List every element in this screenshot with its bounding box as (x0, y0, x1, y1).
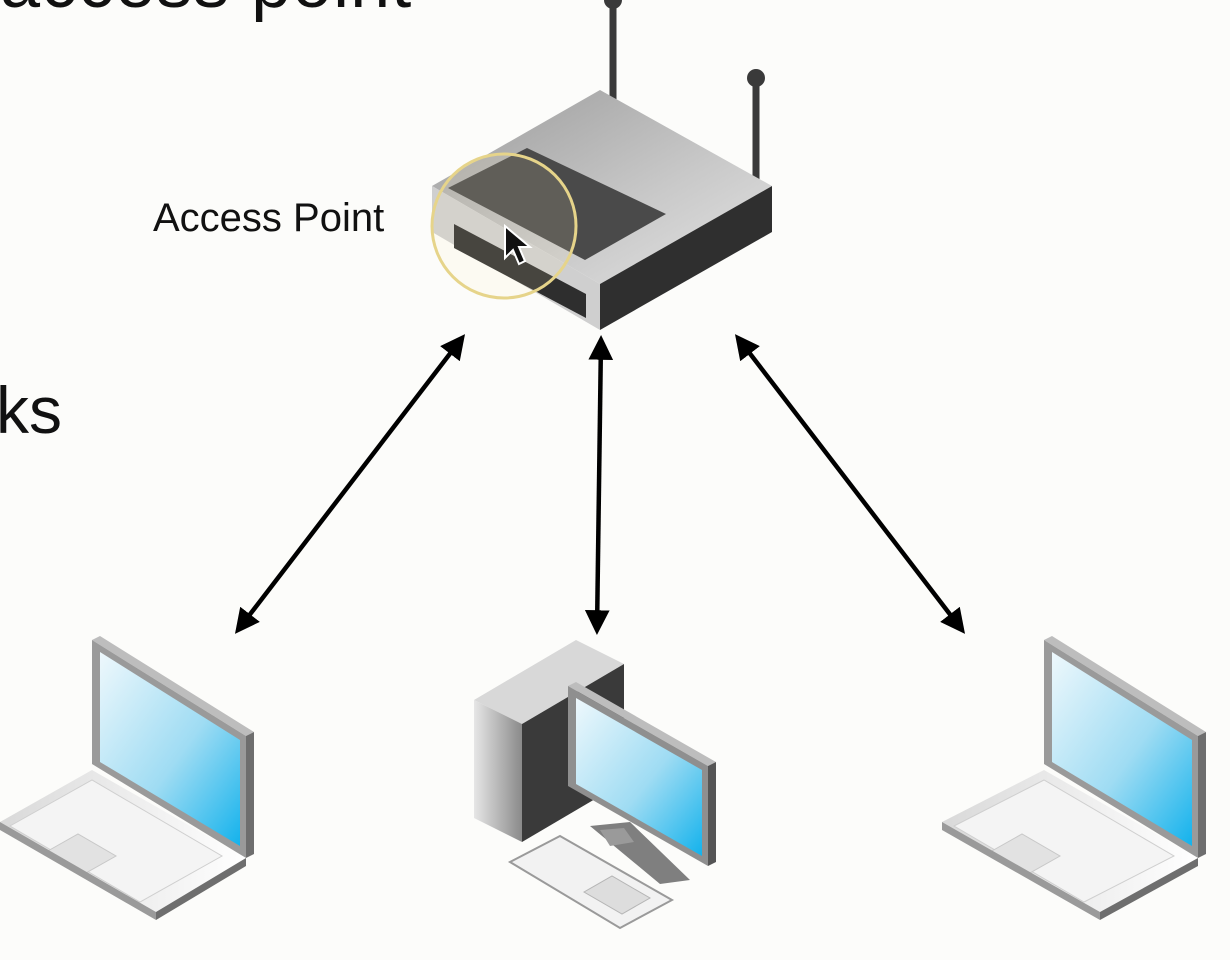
mouse-pointer-icon (504, 223, 533, 266)
desktop-computer-icon (474, 640, 716, 930)
access-point-label: Access Point (153, 196, 385, 240)
laptop-right-icon (942, 636, 1206, 920)
slide-title-fragment: access point (0, 0, 412, 24)
laptop-left-icon (0, 636, 254, 920)
link-arrow-right (734, 334, 966, 634)
bullet-text-fragment: ks (0, 373, 62, 447)
link-arrow-center (584, 335, 614, 635)
link-arrow-left (234, 334, 466, 634)
